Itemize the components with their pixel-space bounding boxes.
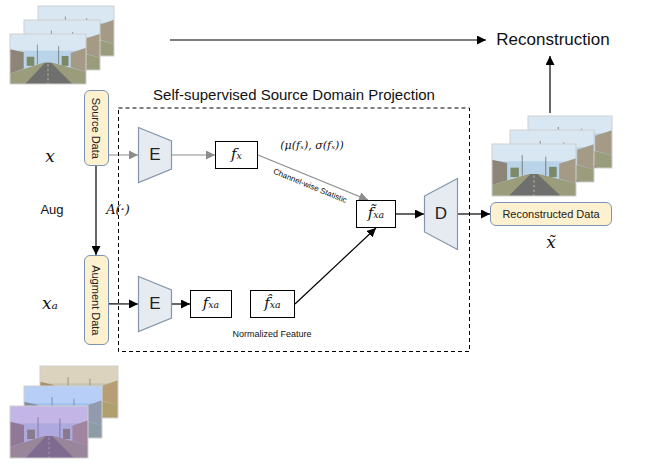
input-box: Source Data bbox=[84, 90, 109, 166]
math-symbol: xₐ bbox=[42, 294, 58, 314]
node-text: Source Data bbox=[90, 97, 103, 158]
flow-arrow bbox=[458, 213, 490, 214]
reconstructed-image-stack bbox=[492, 116, 612, 196]
encoder-block: E bbox=[138, 127, 172, 183]
input-box: Augment Data bbox=[84, 255, 109, 345]
flow-arrow bbox=[172, 303, 190, 304]
feature-box: fₓₐ bbox=[190, 290, 232, 318]
node-text: fₓ bbox=[231, 146, 242, 163]
feature-box: f̃ₓₐ bbox=[356, 200, 396, 228]
output-caption: Reconstruction bbox=[496, 30, 609, 50]
encoder-block: E bbox=[138, 276, 172, 332]
node-text: E bbox=[149, 294, 160, 314]
node-text: E bbox=[149, 145, 160, 165]
node-text: D bbox=[435, 204, 447, 224]
flow-arrow bbox=[109, 154, 139, 155]
source-image-stack bbox=[10, 6, 114, 84]
annotation-label: Channel-wise Statistic bbox=[271, 167, 347, 205]
flow-arrow bbox=[95, 166, 96, 255]
decoder-block: D bbox=[424, 178, 458, 250]
reconstruction-arrow bbox=[549, 56, 550, 113]
node-text: f̂ₓₐ bbox=[264, 295, 281, 312]
feature-box: f̂ₓₐ bbox=[250, 290, 295, 318]
operation-label: Aug bbox=[40, 203, 63, 218]
reconstruction-arrow bbox=[170, 39, 486, 40]
math-symbol: A(·) bbox=[106, 203, 130, 218]
flow-arrow bbox=[258, 155, 368, 200]
annotation-label: Normalized Feature bbox=[232, 329, 311, 339]
node-text: Augment Data bbox=[90, 265, 103, 335]
math-symbol: x bbox=[45, 147, 55, 167]
flow-arrow bbox=[396, 213, 424, 214]
flow-arrow bbox=[109, 303, 139, 304]
node-text: f̃ₓₐ bbox=[368, 205, 385, 222]
flow-arrow bbox=[172, 154, 215, 155]
flow-arrow bbox=[295, 228, 376, 304]
node-text: Reconstructed Data bbox=[502, 208, 599, 221]
node-text: fₓₐ bbox=[203, 295, 220, 312]
augmented-image-stack bbox=[10, 366, 118, 458]
math-symbol: x̃ bbox=[546, 233, 556, 253]
output-box: Reconstructed Data bbox=[490, 202, 612, 226]
feature-box: fₓ bbox=[215, 141, 258, 169]
module-region: Self-supervised Source Domain Projection… bbox=[118, 86, 470, 352]
statistic-label: (μ(fₓ), σ(fₓ)) bbox=[280, 140, 343, 153]
region-title: Self-supervised Source Domain Projection bbox=[153, 86, 435, 103]
